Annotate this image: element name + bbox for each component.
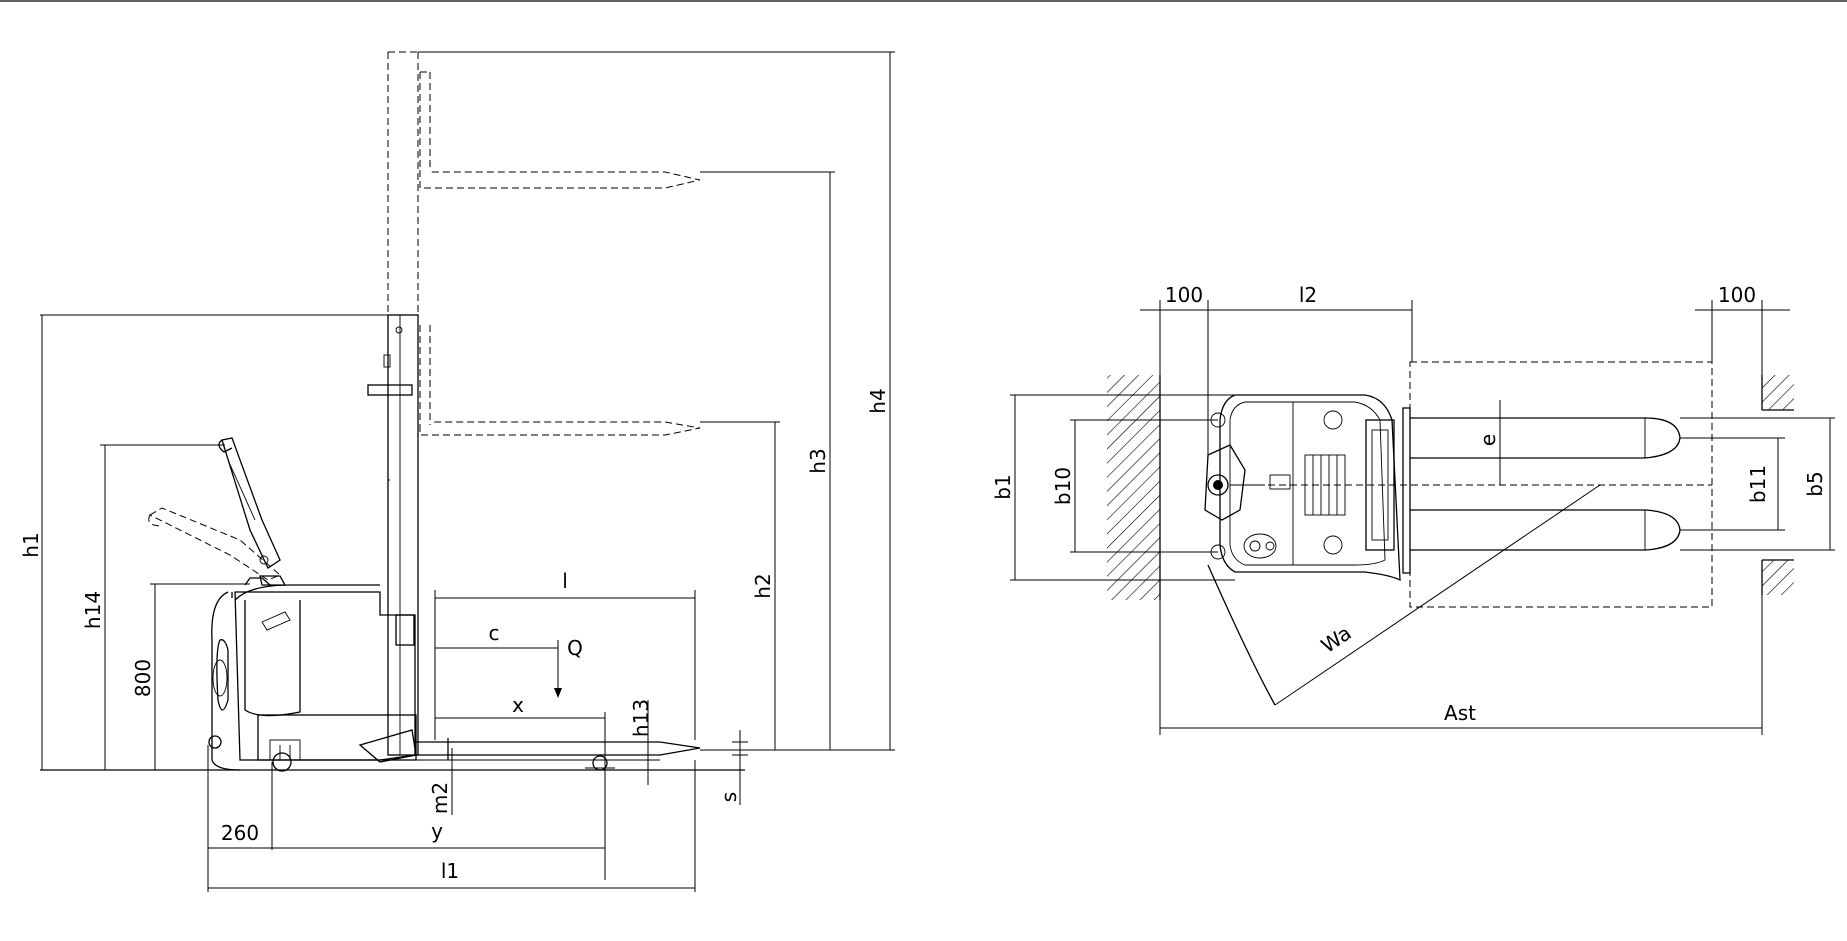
label-y: y [431, 819, 443, 843]
label-100-left: 100 [1165, 283, 1203, 307]
dim-c: c [435, 621, 558, 649]
dim-b1: b1 [991, 394, 1235, 581]
label-x: x [512, 693, 524, 717]
dim-h3: h3 [700, 171, 835, 750]
dim-s: s [717, 730, 748, 805]
dim-h1: h1 [19, 314, 388, 770]
label-l2: l2 [1299, 283, 1317, 307]
dim-l: l [434, 569, 696, 740]
truck-top [1204, 394, 1411, 582]
dim-Wa: Wa [1274, 484, 1601, 706]
label-m2: m2 [428, 782, 452, 814]
label-b5: b5 [1803, 471, 1827, 496]
dim-800: 800 [131, 583, 250, 770]
dim-h4: h4 [418, 51, 895, 750]
dim-l1: l1 [208, 760, 696, 892]
label-b10: b10 [1051, 467, 1075, 505]
label-100-right: 100 [1718, 283, 1756, 307]
mast [367, 314, 419, 756]
dim-h2: h2 [700, 421, 780, 750]
label-l1: l1 [441, 859, 459, 883]
label-h2: h2 [751, 573, 775, 598]
forks-top [1410, 417, 1681, 551]
truck-body [208, 577, 615, 772]
label-Wa: Wa [1317, 621, 1356, 658]
dim-b5: b5 [1680, 417, 1835, 551]
dim-e: e [1476, 400, 1501, 485]
label-260: 260 [221, 821, 259, 845]
label-b1: b1 [991, 474, 1015, 499]
label-s: s [717, 792, 741, 802]
label-h14: h14 [81, 591, 105, 629]
dim-top-row: 100 l2 100 [1140, 283, 1790, 460]
forks [415, 738, 701, 761]
right-wall-bottom [1762, 560, 1794, 595]
side-view: h1 h14 800 h2 h3 h4 [19, 51, 895, 892]
label-h1: h1 [19, 532, 43, 557]
label-Ast: Ast [1444, 701, 1476, 725]
dim-m2: m2 [428, 748, 453, 815]
top-view: Wa 100 l2 100 b1 b10 [991, 283, 1835, 735]
load-arrow: Q [554, 636, 583, 698]
right-wall-top [1762, 375, 1794, 410]
dim-x: x [435, 693, 606, 880]
turning-arc [1207, 564, 1276, 706]
label-h3: h3 [806, 448, 830, 473]
tiller-arms [148, 437, 287, 586]
label-Q: Q [567, 636, 583, 660]
dim-Ast: Ast [1159, 595, 1763, 735]
label-l: l [562, 569, 568, 593]
mast-extended [387, 51, 701, 436]
dim-260-y: 260 y [207, 745, 605, 892]
label-c: c [489, 621, 500, 645]
label-e: e [1476, 434, 1500, 446]
label-h13: h13 [629, 699, 653, 737]
dim-b11: b11 [1680, 437, 1785, 531]
dim-h14: h14 [81, 444, 225, 770]
label-800: 800 [131, 659, 155, 697]
left-wall [1107, 375, 1160, 600]
label-h4: h4 [866, 388, 890, 413]
dim-h13: h13 [629, 699, 660, 785]
dim-b10: b10 [1051, 419, 1218, 553]
label-b11: b11 [1746, 465, 1770, 503]
